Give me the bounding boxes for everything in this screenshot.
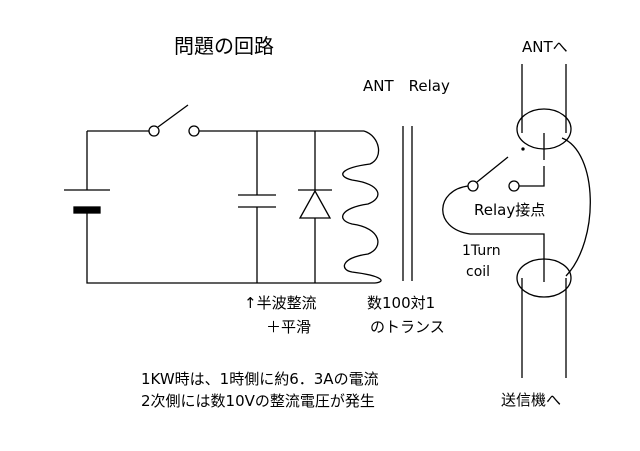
coax-ring-bottom	[516, 258, 572, 298]
secondary-coil	[341, 130, 382, 284]
switch-contact-right	[188, 125, 200, 137]
diode-triangle	[298, 189, 332, 219]
relay-contact-left	[467, 180, 479, 192]
coil-label-line2: coil	[466, 264, 491, 280]
battery-plate-short	[73, 206, 101, 214]
page-title: 問題の回路	[174, 34, 274, 58]
rectifier-label-line1: ↑半波整流	[244, 294, 317, 312]
note-line-2: 2次側には数10Vの整流電圧が発生	[141, 392, 375, 410]
relay-contact-right	[508, 180, 520, 192]
transformer-label-line2: のトランス	[370, 318, 445, 336]
relay-lever	[476, 156, 509, 183]
relay-pivot-dot	[521, 147, 525, 151]
loop-return	[561, 137, 591, 277]
relay-contact-label: Relay接点	[474, 201, 546, 219]
one-turn-coil	[442, 185, 545, 265]
note-line-1: 1KW時は、1時側に約6．3Aの電流	[141, 370, 379, 388]
switch-lever	[157, 104, 189, 128]
transformer-label-line1: 数100対1	[367, 294, 436, 312]
coil-label-line1: 1Turn	[462, 243, 501, 259]
ant-relay-label: ANT Relay	[363, 77, 450, 95]
antenna-label: ANTへ	[522, 38, 568, 56]
relay-wire-right	[519, 166, 545, 187]
rectifier-label-line2: ＋平滑	[266, 318, 312, 336]
transmitter-label: 送信機へ	[501, 391, 562, 409]
wire-left-bottom	[86, 212, 375, 284]
switch-contact-left	[148, 125, 160, 137]
